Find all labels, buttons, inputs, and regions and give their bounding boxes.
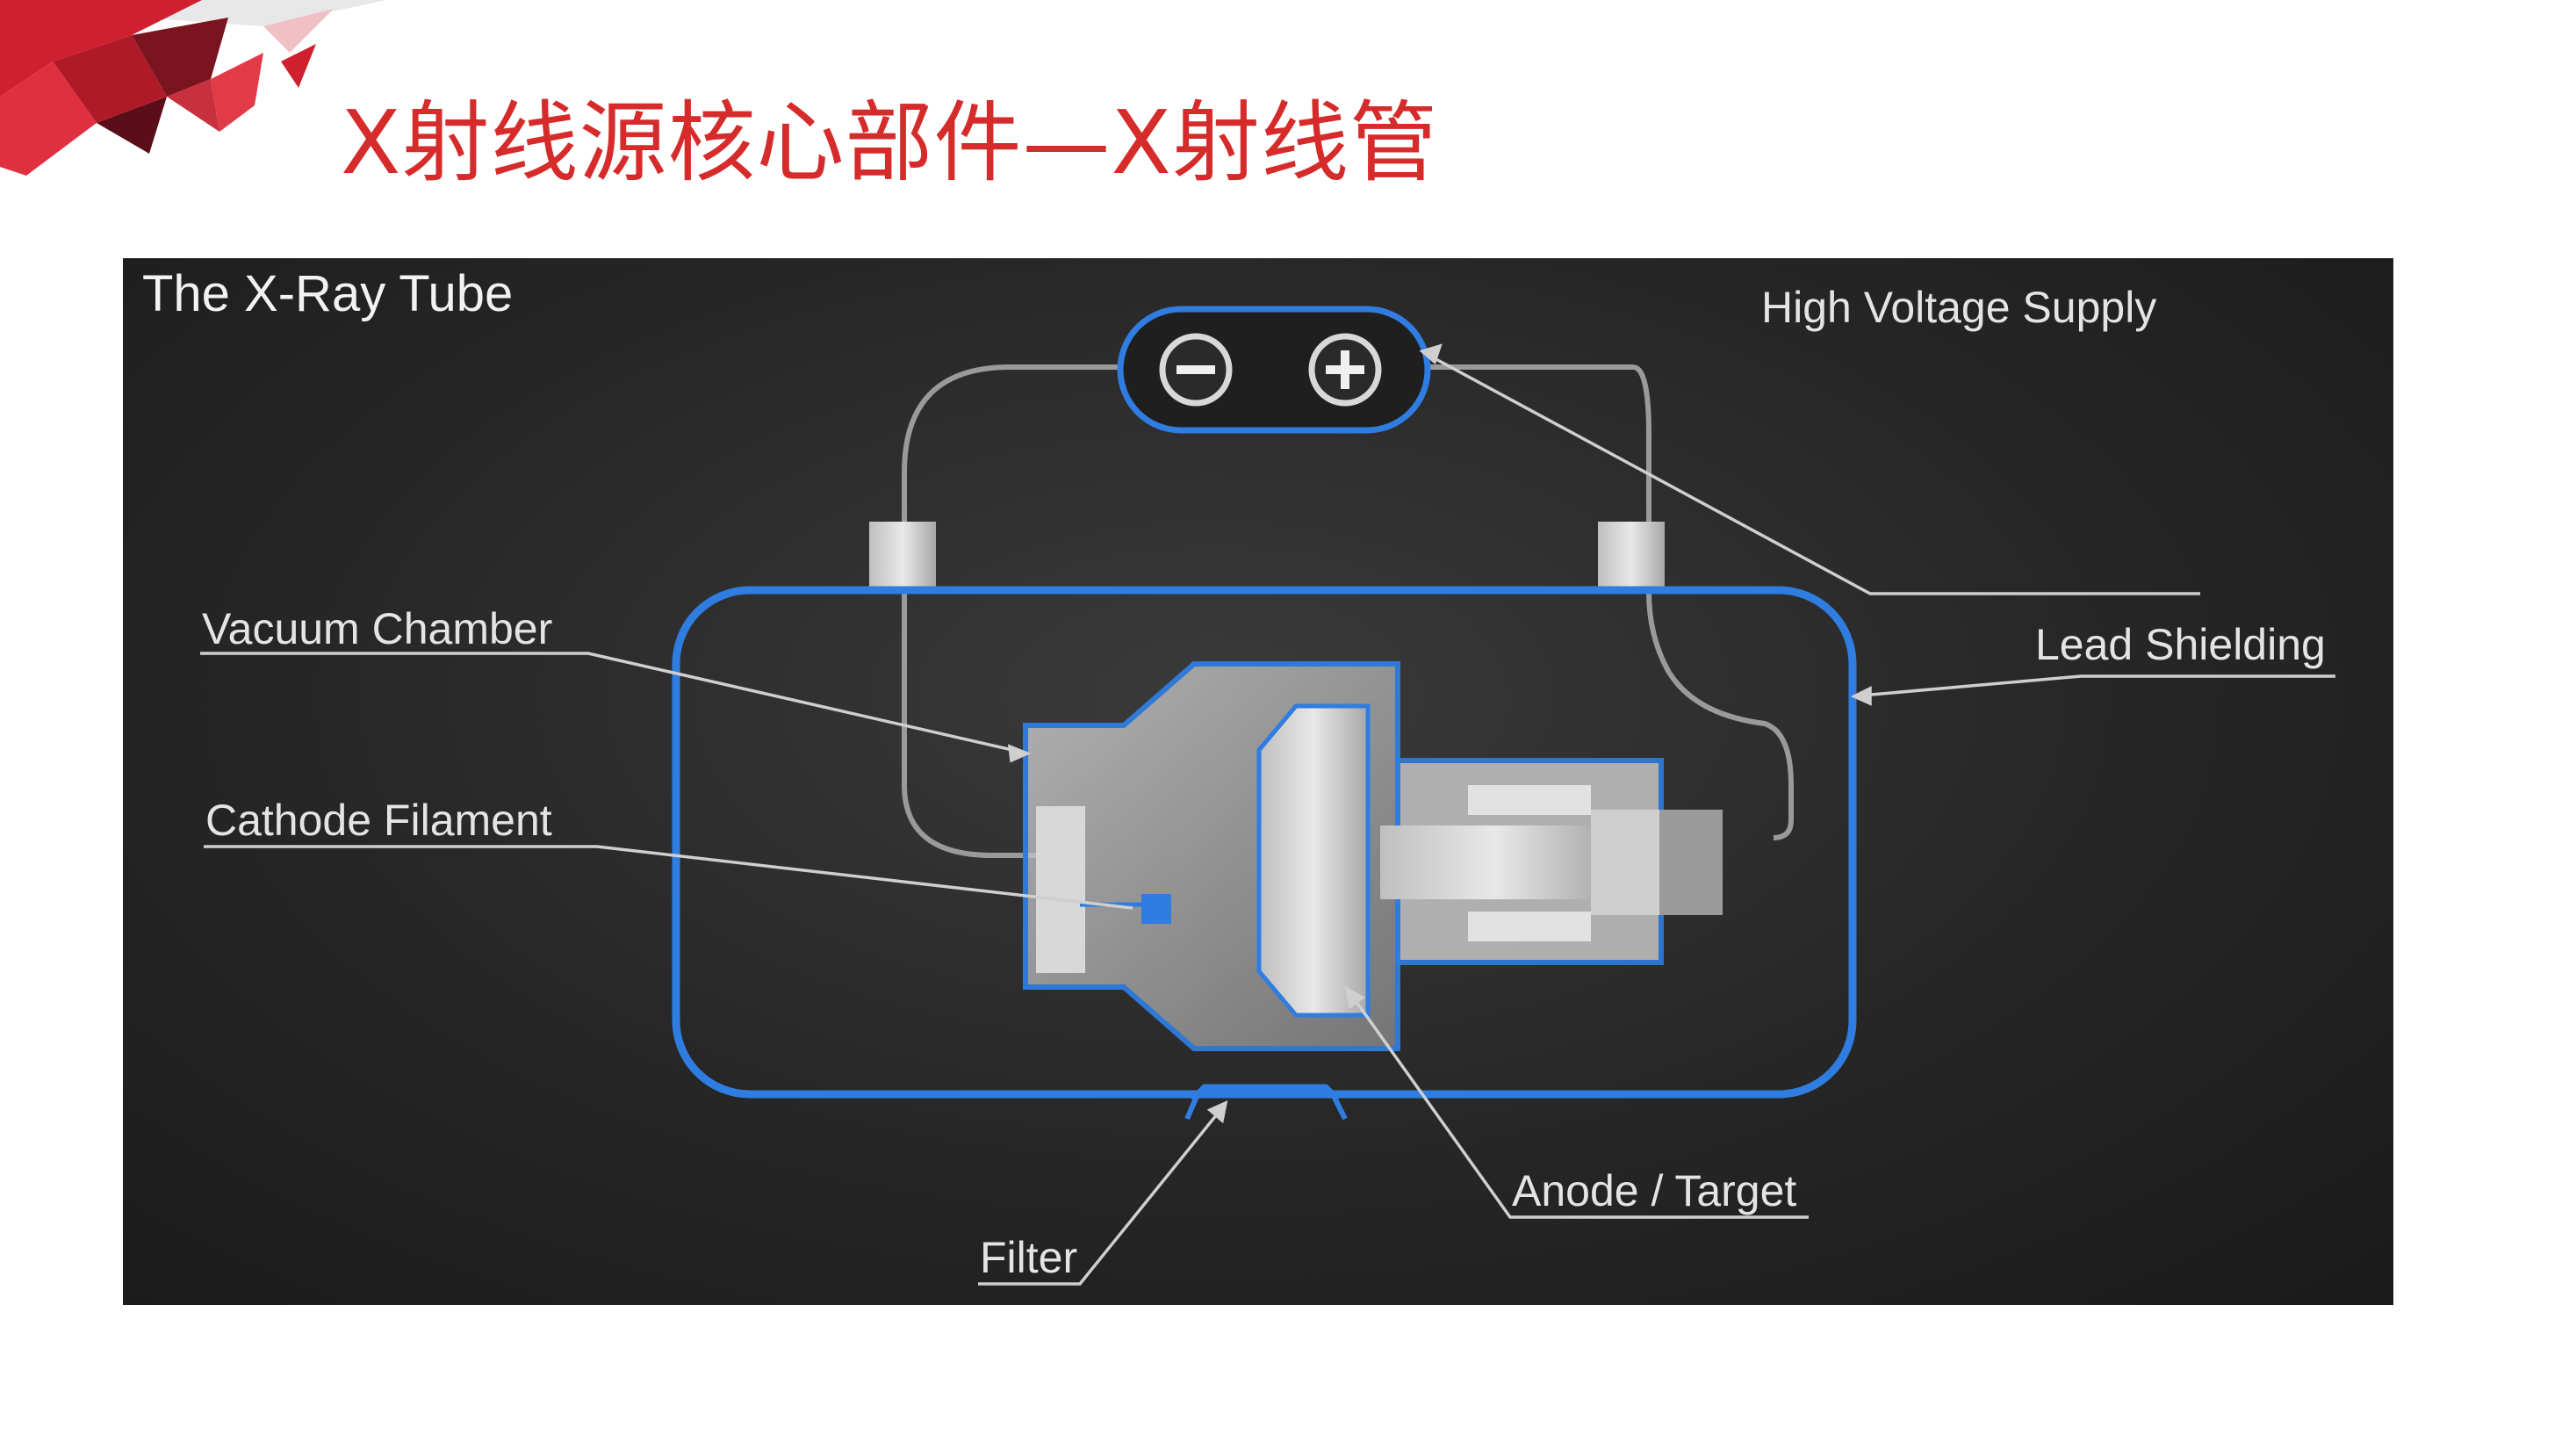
wire-positive [1415,364,1794,840]
anode-target [1256,703,1371,1018]
cathode-filament [1141,894,1171,924]
leader-cathode [204,845,1133,910]
wire-negative [902,364,1169,858]
lead-shielding [672,586,1857,1099]
diagram-title: The X-Ray Tube [142,265,514,322]
leader-anode [1350,994,1809,1219]
label-high-voltage-supply: High Voltage Supply [1761,283,2157,332]
leader-vacuum-chamber [200,652,1021,753]
label-cathode-filament: Cathode Filament [205,796,552,845]
connector-right [1598,522,1665,594]
connector-left [869,522,936,594]
leader-filter [978,1108,1222,1286]
cathode-block [1036,806,1085,973]
anode-rotor [1468,785,1591,815]
leader-high-voltage [1430,355,2200,595]
filter-window [1190,1084,1341,1102]
diagram-graphics [200,306,2335,1286]
xray-tube-diagram: The X-Ray Tube High Voltage Supply Vacuu… [123,258,2393,1305]
label-filter: Filter [980,1233,1078,1282]
label-lead-shielding: Lead Shielding [2035,620,2326,669]
slide-title: X射线源核心部件—X射线管 [341,91,1439,194]
anode-shaft [1380,825,1608,899]
leader-lead-shielding [1860,674,2335,697]
corner-decoration [0,0,386,176]
label-vacuum-chamber: Vacuum Chamber [202,604,553,653]
label-anode-target: Anode / Target [1512,1166,1797,1215]
